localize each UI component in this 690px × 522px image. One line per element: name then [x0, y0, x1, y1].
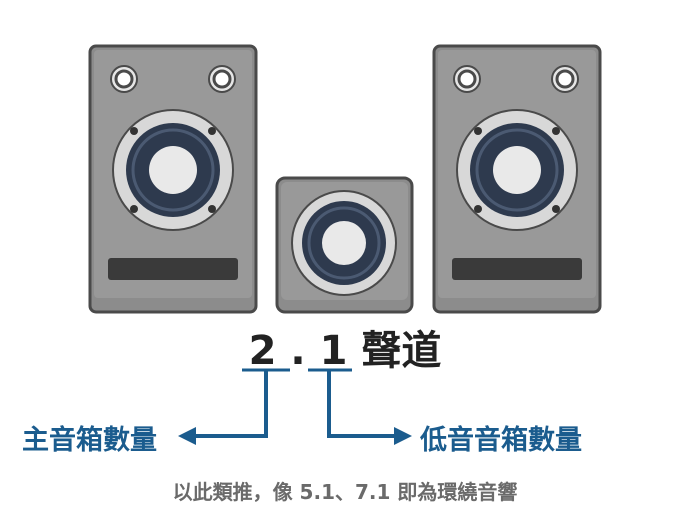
subwoofer-icon	[275, 176, 414, 314]
arrow-right-icon	[327, 370, 412, 445]
main-speakers-label: 主音箱數量	[22, 425, 157, 456]
subwoofers-label: 低音音箱數量	[420, 425, 582, 456]
title-digits: 2.1	[248, 328, 362, 374]
title-suffix: 聲道	[361, 328, 442, 374]
left-speaker-icon	[88, 44, 258, 314]
page-title: 2.1聲道	[0, 318, 690, 376]
arrow-left-icon	[178, 370, 268, 445]
caption: 以此類推，像 5.1、7.1 即為環繞音響	[172, 480, 518, 504]
right-speaker-icon	[432, 44, 602, 314]
